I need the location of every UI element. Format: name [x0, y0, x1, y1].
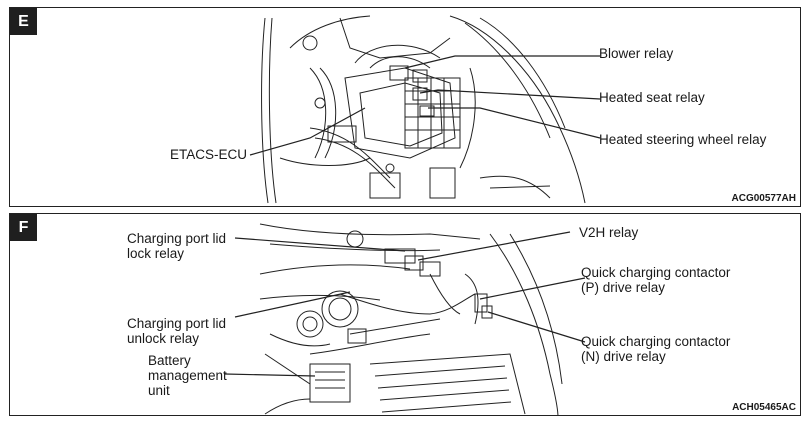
panel-f: F	[9, 213, 801, 416]
panel-e-figure-code: ACG00577AH	[731, 193, 796, 204]
label-charging-port-lid-lock-relay: Charging port lid lock relay	[127, 231, 227, 261]
panel-f-badge: F	[10, 214, 37, 241]
label-battery-management-unit: Battery management unit	[148, 353, 227, 398]
label-blower-relay: Blower relay	[599, 46, 674, 61]
label-heated-seat-relay: Heated seat relay	[599, 90, 705, 105]
label-quick-charging-contactor-p: Quick charging contactor (P) drive relay	[581, 265, 731, 295]
label-heated-steering-wheel-relay: Heated steering wheel relay	[599, 132, 767, 147]
label-quick-charging-contactor-n: Quick charging contactor (N) drive relay	[581, 334, 731, 364]
panel-e-badge: E	[10, 8, 37, 35]
label-charging-port-lid-unlock-relay: Charging port lid unlock relay	[127, 316, 227, 346]
panel-f-figure-code: ACH05465AC	[732, 402, 796, 413]
label-etacs-ecu: ETACS-ECU	[170, 147, 248, 162]
panel-f-illustration	[224, 223, 586, 415]
label-v2h-relay: V2H relay	[579, 225, 639, 240]
panel-e-illustration	[249, 15, 601, 204]
panel-e: E	[9, 7, 801, 207]
